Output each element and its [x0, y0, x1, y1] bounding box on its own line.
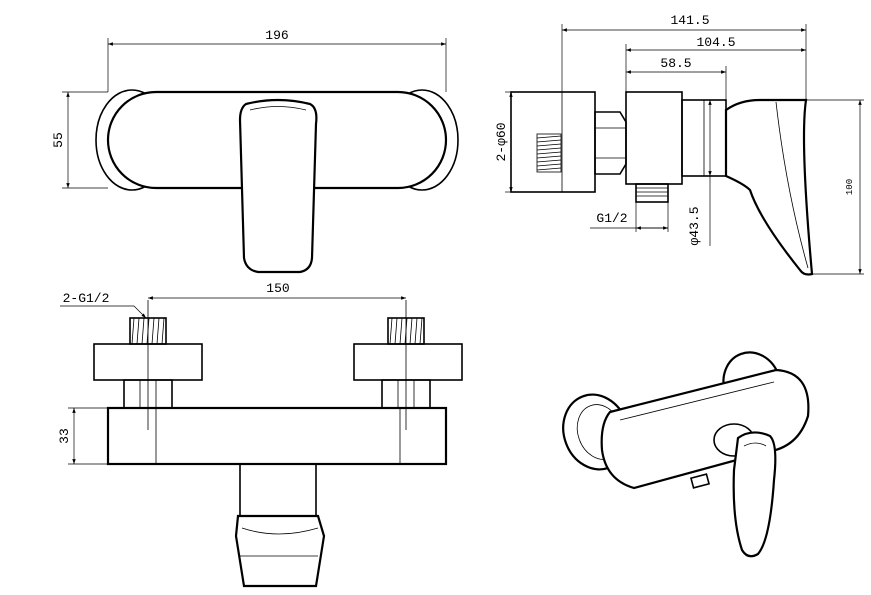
lever-edge: [249, 106, 307, 111]
dim-inlet-thread: 2-G1/2: [63, 291, 110, 306]
body-top: [106, 406, 448, 466]
lever-top: [234, 514, 326, 588]
dim-outlet-thread: G1/2: [596, 211, 627, 226]
dim-body-height: 33: [57, 428, 72, 444]
stem-top: [239, 463, 317, 517]
iso-body: [600, 368, 810, 490]
dim-side-mid: 104.5: [696, 35, 735, 50]
isometric-view: [562, 351, 810, 558]
right-flange-top: [353, 343, 463, 381]
hex-nut-side: [594, 111, 627, 175]
leader-inlet-thread: [133, 305, 147, 319]
dim-side-height: 100: [845, 179, 855, 195]
dim-center-distance: 150: [266, 281, 289, 296]
valve-body-side: [625, 91, 683, 185]
lever-side: [724, 98, 814, 276]
iso-outlet: [689, 473, 711, 489]
iso-lever: [732, 431, 777, 558]
dim-flange-dia: 2-φ60: [494, 122, 509, 161]
dim-front-width: 196: [265, 28, 288, 43]
lever-handle: [238, 98, 318, 274]
dim-body-dia: φ43.5: [687, 206, 702, 245]
inlet-thread-side: [536, 133, 562, 173]
front-view: 196 55: [51, 28, 459, 274]
dim-side-short: 58.5: [660, 56, 691, 71]
top-view: 2-G1/2 150 33: [57, 281, 463, 588]
side-view: 141.5 104.5 58.5 2-φ60 G1/2 φ43.5 100: [494, 13, 864, 276]
dim-side-overall: 141.5: [670, 13, 709, 28]
dim-front-height: 55: [51, 132, 66, 148]
wall-flange: [510, 91, 596, 193]
outlet-nozzle: [635, 183, 669, 203]
